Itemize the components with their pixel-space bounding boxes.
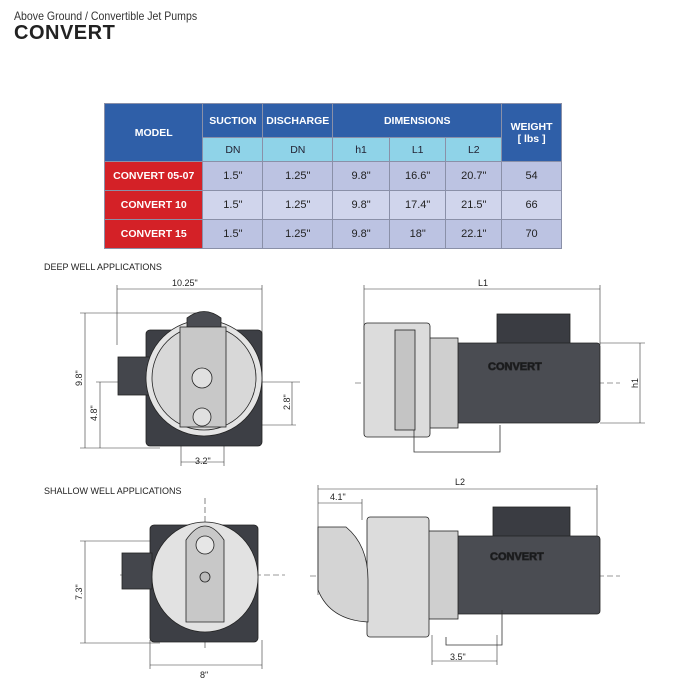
suction-cell: 1.5"	[202, 161, 264, 191]
deep-width-label: 10.25"	[172, 278, 198, 288]
h1-cell: 9.8"	[332, 161, 390, 191]
weight-cell: 70	[501, 219, 562, 249]
header-discharge: DISCHARGE	[262, 103, 334, 138]
shallow-width-label: 8"	[200, 670, 208, 680]
page-subtitle: Above Ground / Convertible Jet Pumps	[14, 9, 198, 23]
discharge-cell: 1.25"	[262, 161, 334, 191]
weight-cell: 54	[501, 161, 562, 191]
shallow-length-label: L2	[455, 477, 465, 487]
deep-h1-label: h1	[630, 378, 640, 388]
shallow-well-heading: SHALLOW WELL APPLICATIONS	[44, 486, 182, 496]
l1-cell: 16.6"	[388, 161, 447, 191]
subheader-l2: L2	[445, 137, 503, 162]
table-row: CONVERT 05-07 1.5" 1.25" 9.8" 16.6" 20.7…	[103, 161, 562, 191]
shallow-well-side-view: CONVERT	[317, 506, 601, 646]
deep-well-side-view: CONVERT	[363, 313, 601, 453]
h1-cell: 9.8"	[332, 190, 390, 220]
shallow-well-brand: CONVERT	[490, 551, 544, 563]
deep-well-brand: CONVERT	[488, 361, 542, 373]
header-weight: WEIGHT[ lbs ]	[501, 103, 562, 162]
weight-unit: [ lbs ]	[517, 132, 546, 145]
shallow-inlet-offset-label: 4.1"	[330, 492, 346, 502]
deep-well-heading: DEEP WELL APPLICATIONS	[44, 262, 162, 272]
deep-well-front-view	[117, 311, 263, 447]
discharge-cell: 1.25"	[262, 219, 334, 249]
subheader-l1: L1	[388, 137, 447, 162]
subheader-suction-dn: DN	[202, 137, 264, 162]
l1-cell: 17.4"	[388, 190, 447, 220]
l1-cell: 18"	[388, 219, 447, 249]
model-cell: CONVERT 10	[103, 190, 204, 220]
deep-foot-gap-label: 3.2"	[195, 456, 211, 466]
header-dimensions: DIMENSIONS	[332, 103, 503, 138]
page-title: CONVERT	[14, 22, 116, 44]
l2-cell: 21.5"	[445, 190, 503, 220]
subheader-h1: h1	[332, 137, 390, 162]
table-row: CONVERT 10 1.5" 1.25" 9.8" 17.4" 21.5" 6…	[103, 190, 562, 220]
discharge-cell: 1.25"	[262, 190, 334, 220]
suction-cell: 1.5"	[202, 219, 264, 249]
shallow-foot-gap-label: 3.5"	[450, 652, 466, 662]
deep-center-height-label: 4.8"	[89, 405, 99, 421]
deep-height-label: 9.8"	[74, 370, 84, 386]
weight-cell: 66	[501, 190, 562, 220]
h1-cell: 9.8"	[332, 219, 390, 249]
weight-label: WEIGHT	[510, 120, 553, 133]
model-cell: CONVERT 15	[103, 219, 204, 249]
subheader-discharge-dn: DN	[262, 137, 334, 162]
header-suction: SUCTION	[202, 103, 264, 138]
l2-cell: 22.1"	[445, 219, 503, 249]
suction-cell: 1.5"	[202, 190, 264, 220]
spec-table: MODEL SUCTION DISCHARGE DIMENSIONS WEIGH…	[103, 103, 562, 249]
deep-length-label: L1	[478, 278, 488, 288]
header-model: MODEL	[103, 103, 204, 162]
deep-offset-label: 2.8"	[282, 394, 292, 410]
shallow-well-front-view	[121, 521, 259, 643]
shallow-height-label: 7.3"	[74, 584, 84, 600]
table-row: CONVERT 15 1.5" 1.25" 9.8" 18" 22.1" 70	[103, 219, 562, 249]
l2-cell: 20.7"	[445, 161, 503, 191]
